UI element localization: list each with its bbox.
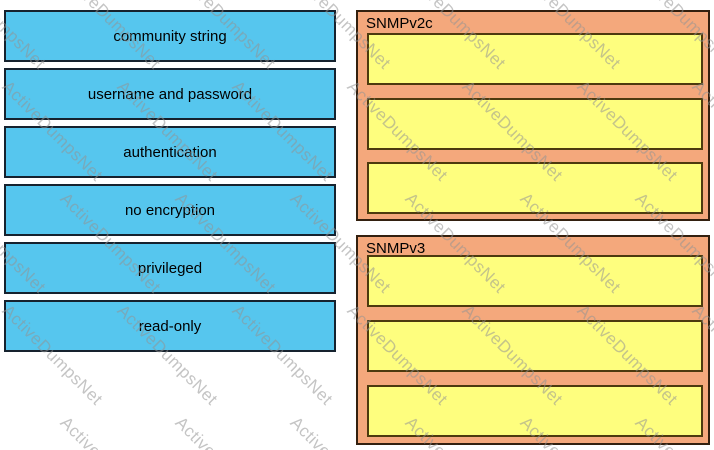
token-username-and-password[interactable]: username and password (4, 68, 336, 120)
token-privileged[interactable]: privileged (4, 242, 336, 294)
token-read-only[interactable]: read-only (4, 300, 336, 352)
snmpv2c-drop-slot-1[interactable] (367, 33, 703, 85)
snmpv3-drop-slot-1[interactable] (367, 255, 703, 307)
snmpv2c-drop-slot-2[interactable] (367, 98, 703, 150)
token-no-encryption[interactable]: no encryption (4, 184, 336, 236)
zone-snmpv2c-title: SNMPv2c (366, 15, 433, 32)
zone-snmpv2c: SNMPv2c (356, 10, 710, 221)
token-authentication[interactable]: authentication (4, 126, 336, 178)
zone-snmpv3-title: SNMPv3 (366, 240, 426, 257)
token-community-string[interactable]: community string (4, 10, 336, 62)
watermark-text: ActiveDumpsNet (171, 413, 280, 450)
snmpv3-drop-slot-2[interactable] (367, 320, 703, 372)
watermark-text: ActiveDumpsNet (56, 413, 165, 450)
watermark-text: ActiveDumpsNet (0, 413, 49, 450)
snmpv2c-drop-slot-3[interactable] (367, 162, 703, 214)
snmpv3-drop-slot-3[interactable] (367, 385, 703, 437)
zone-snmpv3: SNMPv3 (356, 235, 710, 445)
